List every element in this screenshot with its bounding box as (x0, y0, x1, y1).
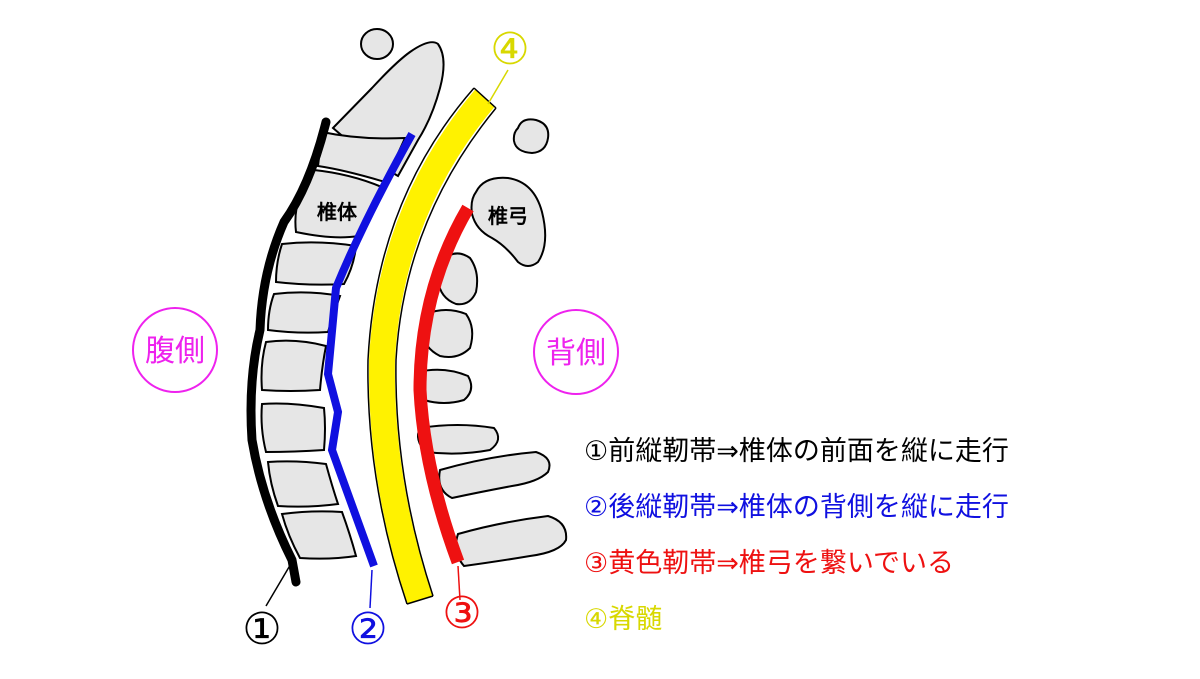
marker-4: ④ (490, 24, 529, 75)
spinal-cord-cap-bottom (406, 595, 434, 605)
dorsal-side-label: 背側 (546, 336, 606, 371)
legend-item-posterior-longitudinal-ligament: ②後縦靭帯⇒椎体の背側を縦に走行 (584, 492, 1009, 523)
spinous-process-5 (438, 450, 551, 500)
marker-3: ③ (442, 588, 481, 639)
vertebral-body-6 (260, 402, 326, 454)
ventral-side-circle (132, 307, 218, 393)
top-small-bone (360, 28, 394, 60)
marker-2: ② (348, 604, 387, 655)
vertebral-body-8 (280, 510, 358, 560)
marker-1: ① (242, 604, 281, 655)
right-small-bone (512, 118, 550, 155)
legend-item-ligamentum-flavum: ③黄色靭帯⇒椎弓を繋いでいる (584, 548, 955, 579)
pointer-line-1 (265, 561, 293, 607)
spinal-cord-outline-right (395, 107, 497, 597)
pointer-line-2 (369, 569, 373, 609)
vertebral-body-7 (266, 460, 340, 508)
spinal-cord-outline-left (367, 87, 475, 605)
ligamentum-flavum-band (413, 204, 474, 565)
spinal-cord-band (368, 89, 495, 605)
vertebral-body-3 (274, 241, 358, 286)
posterior-longitudinal-ligament (323, 132, 416, 568)
spinous-process-6 (455, 514, 568, 568)
legend-item-anterior-longitudinal-ligament: ①前縦靭帯⇒椎体の前面を縦に走行 (584, 436, 1009, 467)
legend-item-spinal-cord: ④脊髄 (584, 604, 663, 635)
vertebral-arch-label: 椎弓 (488, 204, 528, 228)
anterior-longitudinal-ligament (246, 117, 331, 587)
legend: ①前縦靭帯⇒椎体の前面を縦に走行 ②後縦靭帯⇒椎体の背側を縦に走行 ③黄色靭帯⇒… (584, 424, 1184, 648)
ventral-side-label: 腹側 (145, 334, 205, 369)
spinal-cord-cap-top (473, 87, 497, 109)
vertebral-body-label: 椎体 (317, 200, 358, 224)
pointer-line-4 (487, 69, 509, 105)
pointer-line-3 (457, 565, 461, 601)
dorsal-side-circle (533, 309, 619, 395)
vertebral-body-5 (260, 339, 328, 392)
vertebral-arch-bone (470, 176, 547, 267)
